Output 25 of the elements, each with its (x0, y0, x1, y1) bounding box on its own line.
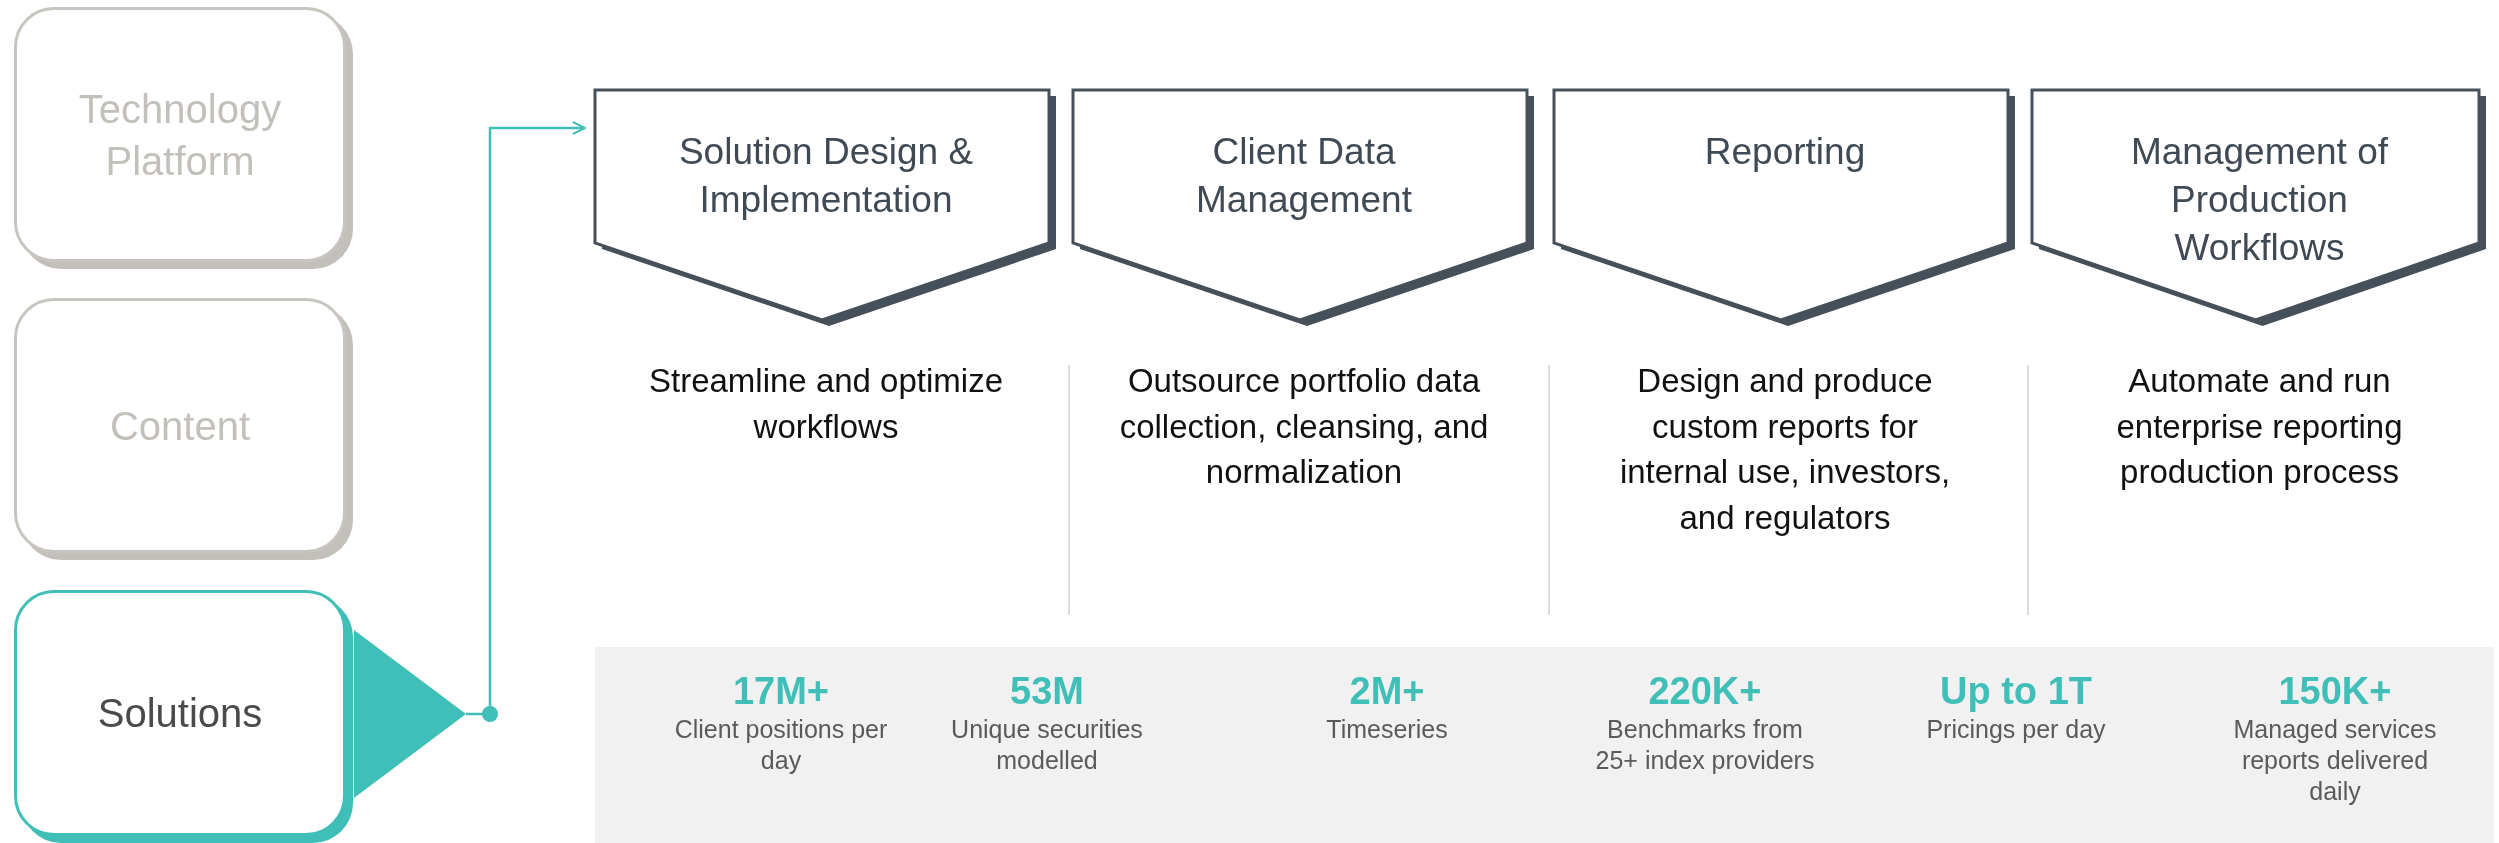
stat-label: Unique securities modelled (950, 713, 1144, 776)
category-label: Technology Platform (77, 85, 283, 185)
stat-label: Benchmarks from 25+ index providers (1594, 713, 1816, 776)
step-description: Outsource portfolio data collection, cleansing, and normalization (1118, 361, 1490, 493)
step-title: Client Data Management (1195, 130, 1413, 223)
category-label: Solutions (97, 690, 263, 737)
stat-value: 2M+ (1349, 670, 1425, 714)
stat-label: Client positions per day (673, 713, 889, 776)
stat-value: Up to 1T (1940, 670, 2092, 714)
step-description: Automate and run enterprise reporting production process (2115, 361, 2404, 493)
step-title: Reporting (1704, 130, 1866, 174)
stat-value: 150K+ (2278, 670, 2392, 714)
stat-label: Managed services reports delivered daily (2232, 713, 2438, 808)
connector-arrow (466, 121, 586, 716)
pointer-triangle (354, 630, 466, 798)
stat-value: 53M (1010, 670, 1084, 714)
stat-value: 220K+ (1648, 670, 1762, 714)
category-label: Content (109, 402, 251, 450)
step-description: Design and produce custom reports for internal use, investors, and regulators (1618, 361, 1952, 538)
stat-label: Pricings per day (1926, 713, 2106, 745)
step-title: Solution Design & Implementation (677, 130, 975, 223)
step-title: Management of Production Workflows (2129, 130, 2390, 271)
stat-value: 17M+ (732, 670, 830, 714)
step-description: Streamline and optimize workflows (648, 361, 1004, 447)
stat-label: Timeseries (1326, 713, 1448, 745)
